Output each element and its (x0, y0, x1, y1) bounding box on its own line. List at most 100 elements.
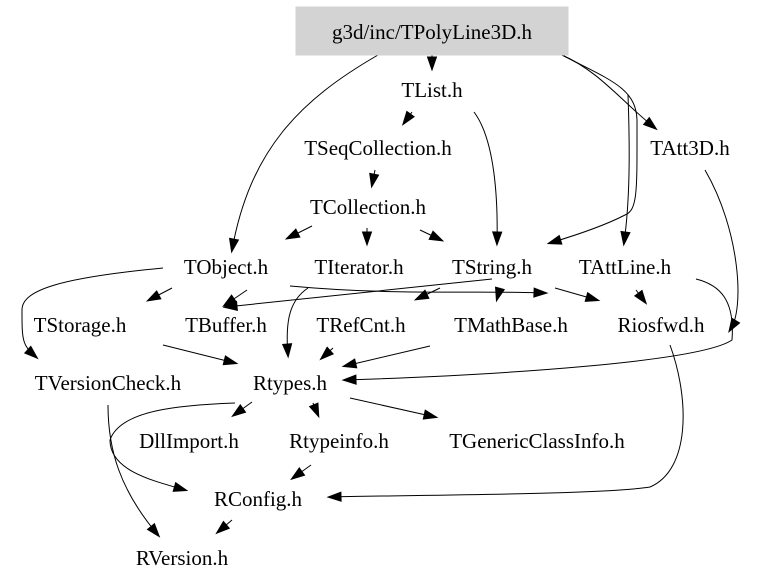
node-tstorage[interactable]: TStorage.h (34, 313, 127, 337)
edge-tmathbase-to-rtypes (341, 345, 431, 369)
edges-layer (21, 54, 741, 538)
edge-rtypes-to-dllimport (231, 401, 253, 418)
edge-tmathbase-to-rtypes-arrowhead (341, 358, 358, 369)
node-tattline[interactable]: TAttLine.h (579, 255, 672, 279)
edge-root-to-tstring (546, 54, 638, 245)
root-node-box (295, 6, 569, 56)
node-label: Riosfwd.h (618, 313, 705, 337)
edge-tatt3d-to-rtypes-arrowhead (728, 317, 741, 334)
edge-rtypes-to-rtypeinfo (308, 402, 320, 419)
node-rversion[interactable]: RVersion.h (136, 546, 229, 570)
edge-tstorage-to-rtypes-arrowhead (222, 355, 239, 366)
edge-root-to-tattline (620, 94, 631, 247)
edge-tlist-to-tstring-line (473, 111, 498, 244)
edge-rtypes-to-dllimport-arrowhead (231, 404, 247, 418)
edge-tversioncheck-to-rversion-line (107, 404, 159, 536)
edge-tstring-to-riosfwd (554, 287, 601, 302)
node-tcollection[interactable]: TCollection.h (310, 195, 427, 219)
node-label: TGenericClassInfo.h (449, 429, 625, 453)
node-label: TBuffer.h (185, 313, 267, 337)
edge-tstring-to-tbuffer-line (225, 278, 493, 308)
edge-tstring-to-trefcnt-arrowhead (413, 289, 430, 301)
node-label: TString.h (452, 255, 532, 279)
node-label: RVersion.h (136, 546, 229, 570)
edge-tlist-to-tseqcollection-arrowhead (401, 110, 415, 126)
edge-root-to-tobject-arrowhead (228, 237, 240, 254)
edge-tstorage-to-rtypes (162, 344, 239, 366)
edge-root-to-tattline-arrowhead (620, 230, 631, 247)
edge-tstring-to-tmathbase-arrowhead (495, 286, 506, 303)
node-tgenericclassinfo[interactable]: TGenericClassInfo.h (449, 429, 625, 453)
edge-tlist-to-tstring-arrowhead (492, 231, 503, 247)
edge-tobject-to-tversioncheck-line (21, 267, 164, 358)
edge-root-to-tobject-line (231, 54, 379, 251)
edge-root-to-tobject (228, 54, 379, 254)
edge-tstring-to-tmathbase (495, 286, 506, 303)
node-tstring[interactable]: TString.h (452, 255, 532, 279)
node-riosfwd[interactable]: Riosfwd.h (618, 313, 705, 337)
edge-rtypes-to-rconfig-arrowhead (172, 481, 189, 492)
edge-tobject-to-riosfwd (289, 285, 549, 298)
edge-root-to-tatt3d (561, 54, 658, 131)
edge-tseqcollection-to-tcollection (369, 169, 380, 189)
node-tobject[interactable]: TObject.h (184, 255, 269, 279)
node-tlist[interactable]: TList.h (401, 78, 463, 102)
edge-trefcnt-to-rtypes-arrowhead (319, 346, 335, 361)
edge-tstring-to-riosfwd-arrowhead (584, 291, 601, 302)
edge-tcollection-to-tobject (284, 225, 313, 240)
node-label: TMathBase.h (454, 313, 568, 337)
edge-root-to-tstring-line (549, 54, 638, 244)
edge-tseqcollection-to-tcollection-arrowhead (369, 172, 380, 189)
edge-rconfig-to-rversion-arrowhead (215, 520, 231, 535)
node-label: g3d/inc/TPolyLine3D.h (332, 20, 533, 44)
edge-tstring-to-tbuffer (222, 278, 493, 311)
node-rtypeinfo[interactable]: Rtypeinfo.h (289, 429, 389, 453)
edge-tversioncheck-to-rversion-arrowhead (146, 522, 161, 538)
node-tbuffer[interactable]: TBuffer.h (185, 313, 267, 337)
node-root: g3d/inc/TPolyLine3D.h (295, 6, 569, 56)
edge-rtypes-to-rtypeinfo-arrowhead (308, 402, 320, 419)
node-titerator[interactable]: TIterator.h (314, 255, 404, 279)
node-dllimport[interactable]: DllImport.h (139, 429, 239, 453)
node-label: TSeqCollection.h (304, 136, 452, 160)
edge-riosfwd-to-rconfig-line (329, 344, 684, 498)
edge-root-to-tatt3d-line (561, 54, 656, 129)
node-label: TAttLine.h (579, 255, 672, 279)
edge-root-to-tatt3d-arrowhead (642, 116, 658, 131)
node-label: TAtt3D.h (650, 136, 730, 160)
node-label: TObject.h (184, 255, 269, 279)
edge-tcollection-to-tstring (419, 229, 445, 242)
node-trefcnt[interactable]: TRefCnt.h (316, 313, 406, 337)
edge-rtypes-to-tgenericclassinfo (349, 397, 439, 420)
edge-tattline-to-rtypes-line (344, 278, 733, 381)
edge-tobject-to-rtypes-arrowhead (281, 343, 293, 359)
edge-tattline-to-riosfwd (633, 289, 648, 305)
node-label: TVersionCheck.h (35, 371, 182, 395)
node-tseqcollection[interactable]: TSeqCollection.h (304, 136, 452, 160)
node-label: DllImport.h (139, 429, 239, 453)
edge-rtypes-to-tgenericclassinfo-line (349, 397, 436, 418)
edge-tcollection-to-titerator (361, 228, 373, 247)
node-rconfig[interactable]: RConfig.h (214, 487, 303, 511)
edge-tobject-to-tstorage-arrowhead (145, 290, 162, 302)
edge-tcollection-to-tobject-arrowhead (284, 228, 301, 240)
edge-rtypeinfo-to-rconfig-arrowhead (290, 467, 306, 481)
edge-tobject-to-tversioncheck-arrowhead (23, 345, 39, 360)
edge-riosfwd-to-rconfig-arrowhead (326, 491, 342, 502)
edge-rconfig-to-rversion (215, 519, 233, 535)
node-tmathbase[interactable]: TMathBase.h (454, 313, 568, 337)
node-tversioncheck[interactable]: TVersionCheck.h (35, 371, 182, 395)
node-rtypes[interactable]: Rtypes.h (253, 371, 328, 395)
edge-tcollection-to-titerator-arrowhead (361, 231, 373, 247)
node-tatt3d[interactable]: TAtt3D.h (650, 136, 730, 160)
edge-rtypes-to-rconfig-line (109, 402, 236, 491)
edge-riosfwd-to-rconfig (326, 344, 684, 502)
edge-tcollection-to-tstring-arrowhead (428, 230, 445, 242)
node-label: Rtypeinfo.h (289, 429, 389, 453)
node-label: RConfig.h (214, 487, 303, 511)
node-label: TCollection.h (310, 195, 427, 219)
edge-tatt3d-to-rtypes (704, 169, 741, 334)
edge-tattline-to-rtypes-arrowhead (341, 374, 357, 385)
